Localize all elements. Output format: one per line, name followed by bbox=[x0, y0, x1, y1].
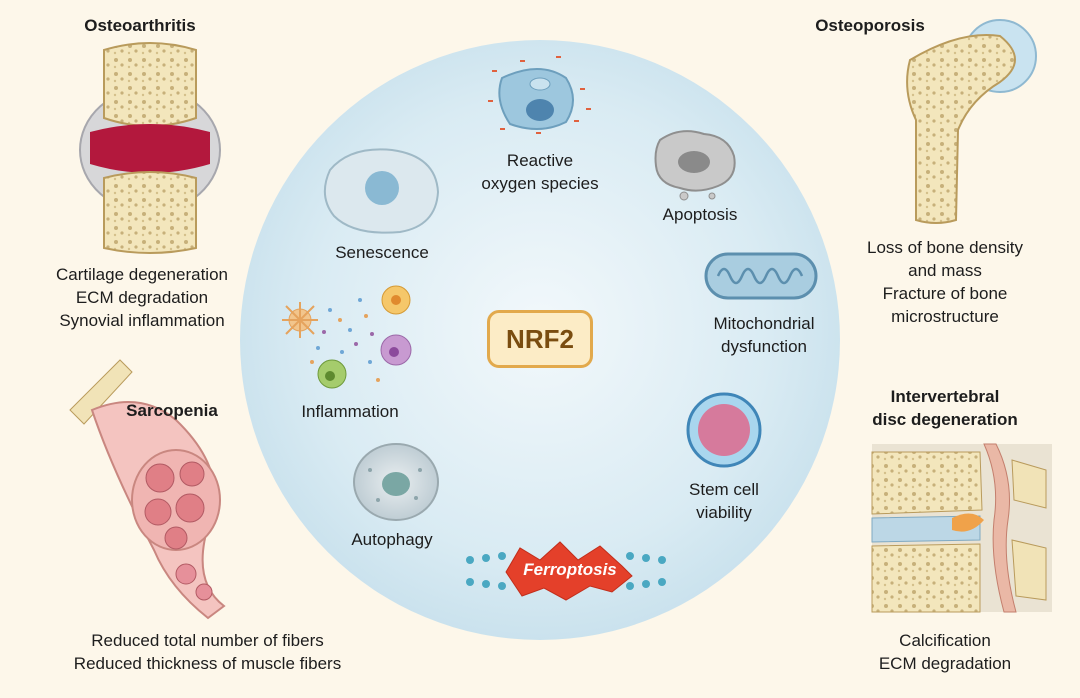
ros-cell-icon bbox=[488, 56, 591, 134]
nrf2-hub: NRF2 bbox=[487, 310, 593, 368]
inflammation-cells-icon bbox=[282, 285, 412, 389]
apoptosis-label: Apoptosis bbox=[662, 205, 738, 224]
ferroptosis-label: Ferroptosis bbox=[523, 560, 617, 579]
osteoporosis-effect: Loss of bone density bbox=[867, 238, 1023, 257]
senescence-cell-icon bbox=[323, 148, 440, 234]
ivdd-title-line-2: disc degeneration bbox=[872, 410, 1018, 429]
stem-cell-icon bbox=[686, 392, 762, 468]
osteoporosis-effects: Loss of bone density and mass Fracture o… bbox=[835, 236, 1055, 328]
ivdd-spine-icon bbox=[871, 443, 1052, 613]
osteoporosis-effect: Fracture of bone bbox=[882, 284, 1008, 303]
osteoarthritis-effect: ECM degradation bbox=[75, 288, 209, 307]
apoptosis-cell-icon bbox=[654, 130, 736, 201]
osteoarthritis-joint-icon bbox=[79, 42, 221, 254]
ros-label-line-1: Reactive bbox=[506, 151, 574, 170]
osteoporosis-effect: microstructure bbox=[891, 307, 999, 326]
ivdd-effect: Calcification bbox=[899, 631, 991, 650]
mitochondrial-label-line-1: Mitochondrial bbox=[713, 314, 815, 333]
osteoporosis-femur-icon bbox=[906, 19, 1037, 224]
ivdd-title-line-1: Intervertebral bbox=[890, 387, 1000, 406]
mitochondrial-label: Mitochondrial dysfunction bbox=[694, 312, 834, 358]
ferroptosis-membrane-icon bbox=[466, 541, 666, 601]
autophagy-cell-icon bbox=[353, 443, 439, 521]
ivdd-title: Intervertebral disc degeneration bbox=[845, 385, 1045, 431]
stem-cell-label-line-2: viability bbox=[696, 503, 752, 522]
sarcopenia-effects: Reduced total number of fibers Reduced t… bbox=[30, 629, 385, 675]
inflammation-label: Inflammation bbox=[301, 402, 399, 421]
mitochondria-icon bbox=[704, 252, 818, 300]
ivdd-effect: ECM degradation bbox=[878, 654, 1012, 673]
osteoarthritis-effect: Synovial inflammation bbox=[59, 311, 225, 330]
ros-label-line-2: oxygen species bbox=[481, 174, 599, 193]
ivdd-effects: Calcification ECM degradation bbox=[855, 629, 1035, 675]
ros-label: Reactive oxygen species bbox=[460, 149, 620, 195]
osteoarthritis-effects: Cartilage degeneration ECM degradation S… bbox=[22, 263, 262, 332]
mitochondrial-label-line-2: dysfunction bbox=[721, 337, 807, 356]
sarcopenia-effect: Reduced total number of fibers bbox=[91, 631, 324, 650]
senescence-label: Senescence bbox=[335, 243, 429, 262]
osteoporosis-effect: and mass bbox=[908, 261, 982, 280]
sarcopenia-effect: Reduced thickness of muscle fibers bbox=[73, 654, 342, 673]
osteoarthritis-title: Osteoarthritis bbox=[84, 16, 196, 35]
stem-cell-label-line-1: Stem cell bbox=[689, 480, 759, 499]
autophagy-label: Autophagy bbox=[351, 530, 433, 549]
osteoporosis-title: Osteoporosis bbox=[815, 16, 925, 35]
sarcopenia-muscle-icon bbox=[69, 359, 226, 620]
osteoarthritis-effect: Cartilage degeneration bbox=[55, 265, 228, 284]
sarcopenia-title: Sarcopenia bbox=[126, 401, 218, 420]
stem-cell-label: Stem cell viability bbox=[674, 478, 774, 524]
